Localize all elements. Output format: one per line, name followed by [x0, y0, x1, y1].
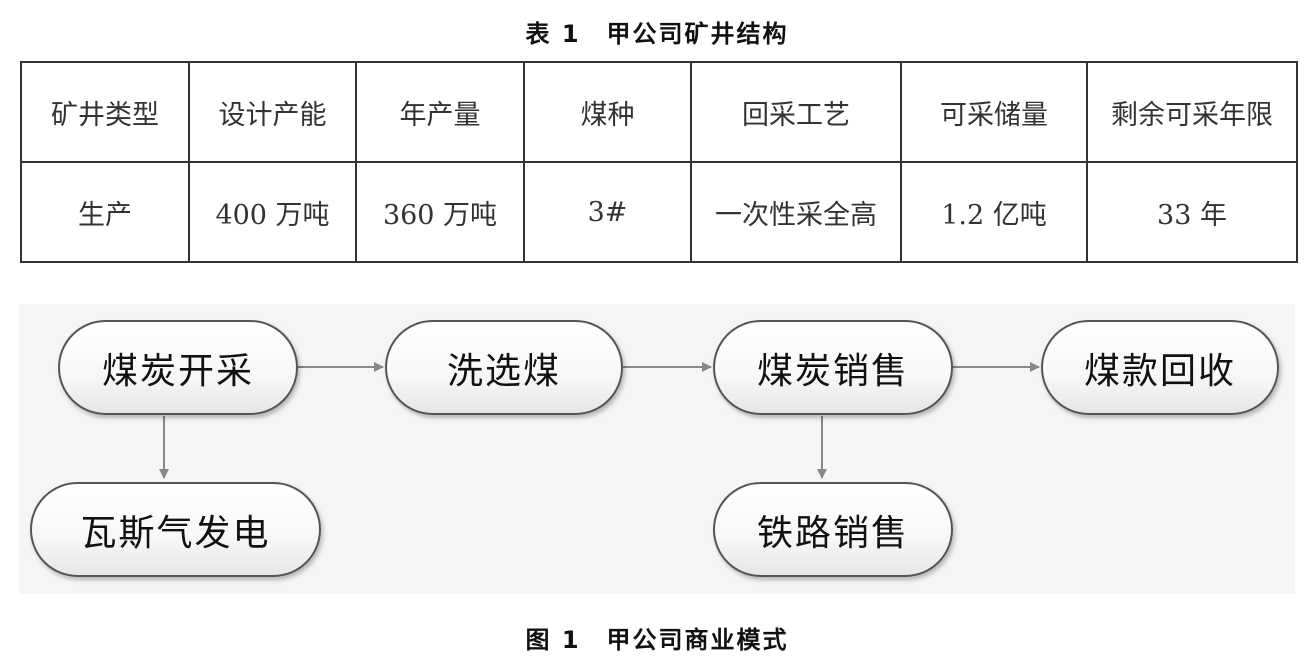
header-annual-output: 年产量: [355, 61, 525, 163]
node-coal-mining: 煤炭开采: [58, 320, 298, 415]
business-model-diagram: 煤炭开采 洗选煤 煤炭销售 煤款回收 瓦斯气发电 铁路销售: [19, 304, 1295, 594]
header-mining-process: 回采工艺: [690, 61, 902, 163]
cell-design-capacity: 400 万吨: [188, 161, 357, 263]
cell-remaining-years: 33 年: [1086, 161, 1298, 263]
header-mine-type: 矿井类型: [20, 61, 190, 163]
table-caption: 表 1 甲公司矿井结构: [525, 20, 789, 48]
node-gas-power: 瓦斯气发电: [30, 482, 321, 577]
node-coal-washing: 洗选煤: [385, 320, 623, 415]
mine-structure-table: 矿井类型 设计产能 年产量 煤种 回采工艺 可采储量 剩余可采年限 生产 400…: [20, 61, 1298, 263]
cell-recoverable-reserves: 1.2 亿吨: [900, 161, 1088, 263]
table-header-row: 矿井类型 设计产能 年产量 煤种 回采工艺 可采储量 剩余可采年限: [20, 61, 1298, 163]
cell-mining-process: 一次性采全高: [690, 161, 902, 263]
cell-coal-type: 3#: [523, 161, 692, 263]
cell-mine-type: 生产: [20, 161, 190, 263]
node-coal-sales: 煤炭销售: [713, 320, 953, 415]
node-payment-collection: 煤款回收: [1041, 320, 1279, 415]
flow-arrows: [159, 362, 1040, 479]
header-design-capacity: 设计产能: [188, 61, 357, 163]
figure-caption: 图 1 甲公司商业模式: [525, 626, 789, 654]
header-coal-type: 煤种: [523, 61, 692, 163]
cell-annual-output: 360 万吨: [355, 161, 525, 263]
header-remaining-years: 剩余可采年限: [1086, 61, 1298, 163]
header-recoverable-reserves: 可采储量: [900, 61, 1088, 163]
node-rail-sales: 铁路销售: [713, 482, 953, 577]
table-row: 生产 400 万吨 360 万吨 3# 一次性采全高 1.2 亿吨 33 年: [20, 161, 1298, 263]
